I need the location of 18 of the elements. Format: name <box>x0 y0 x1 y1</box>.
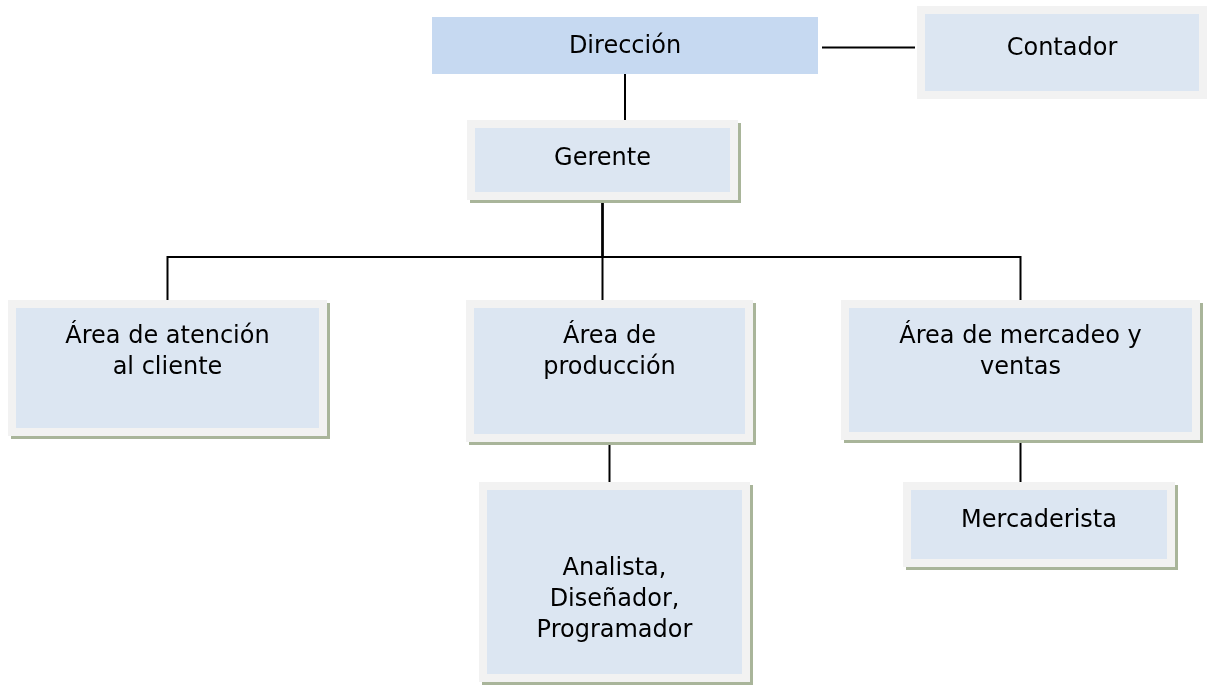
box-label: Gerente <box>554 142 651 173</box>
org-box <box>479 482 750 682</box>
org-box <box>467 120 738 200</box>
connector-line <box>821 46 916 49</box>
org-box <box>841 300 1200 440</box>
connector-line <box>624 73 626 121</box>
box-label: Área de mercadeo y ventas <box>898 320 1143 383</box>
org-box <box>917 6 1207 99</box>
box-label: Dirección <box>568 29 682 61</box>
box-label: Área de atención al cliente <box>64 320 271 383</box>
org-box <box>8 300 327 436</box>
box-label: Contador <box>1006 32 1118 63</box>
org-box <box>903 482 1175 567</box>
box-label: Analista, Diseñador, Programador <box>535 552 694 646</box>
box-label: Área de producción <box>542 320 677 383</box>
org-box <box>466 300 753 442</box>
org-box <box>432 17 818 74</box>
box-label: Mercaderista <box>961 504 1117 535</box>
